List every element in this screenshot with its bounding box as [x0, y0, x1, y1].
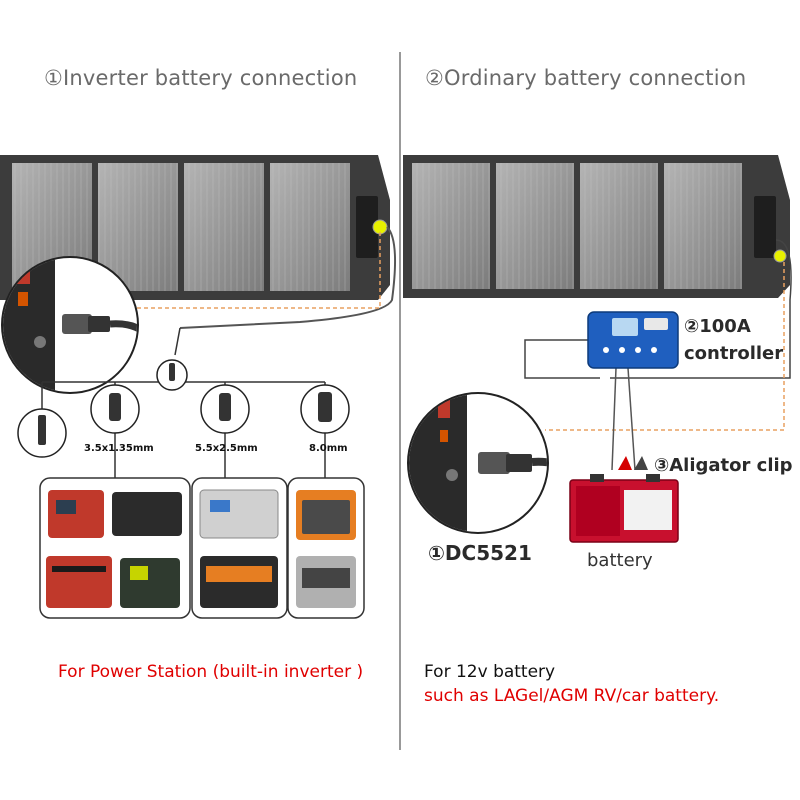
- size-label-3-5: 3.5x1.35mm: [84, 443, 154, 454]
- clip-label: ③Aligator clip: [654, 455, 793, 476]
- left-connector-dot: [372, 219, 388, 235]
- power-station-group-3: [287, 477, 365, 619]
- battery-image: [569, 474, 679, 543]
- left-caption: For Power Station (built-in inverter ): [58, 662, 364, 682]
- battery-label: battery: [587, 550, 653, 571]
- controller-label-line1: ②100A: [684, 316, 751, 337]
- power-station-group-1: [39, 477, 191, 619]
- left-dashed-line: [115, 232, 381, 309]
- left-panel-title: ①Inverter battery connection: [44, 66, 358, 90]
- right-connector-dot: [773, 249, 787, 263]
- alligator-clips: [618, 456, 648, 470]
- size-label-5-5: 5.5x2.5mm: [195, 443, 258, 454]
- small-plug-circles: [17, 359, 350, 458]
- power-station-group-2: [191, 477, 288, 619]
- right-caption-line2: such as LAGel/AGM RV/car battery.: [424, 686, 720, 706]
- charge-controller: [587, 311, 679, 369]
- right-panel-title: ②Ordinary battery connection: [425, 66, 747, 90]
- right-caption-line1: For 12v battery: [424, 662, 556, 682]
- right-solar-panel: [403, 155, 790, 298]
- size-label-8-0: 8.0mm: [309, 443, 348, 454]
- right-port-zoom: [407, 392, 549, 534]
- controller-label-line2: controller: [684, 343, 784, 364]
- dc-label: ①DC5521: [428, 541, 532, 565]
- right-wiring: [524, 239, 792, 471]
